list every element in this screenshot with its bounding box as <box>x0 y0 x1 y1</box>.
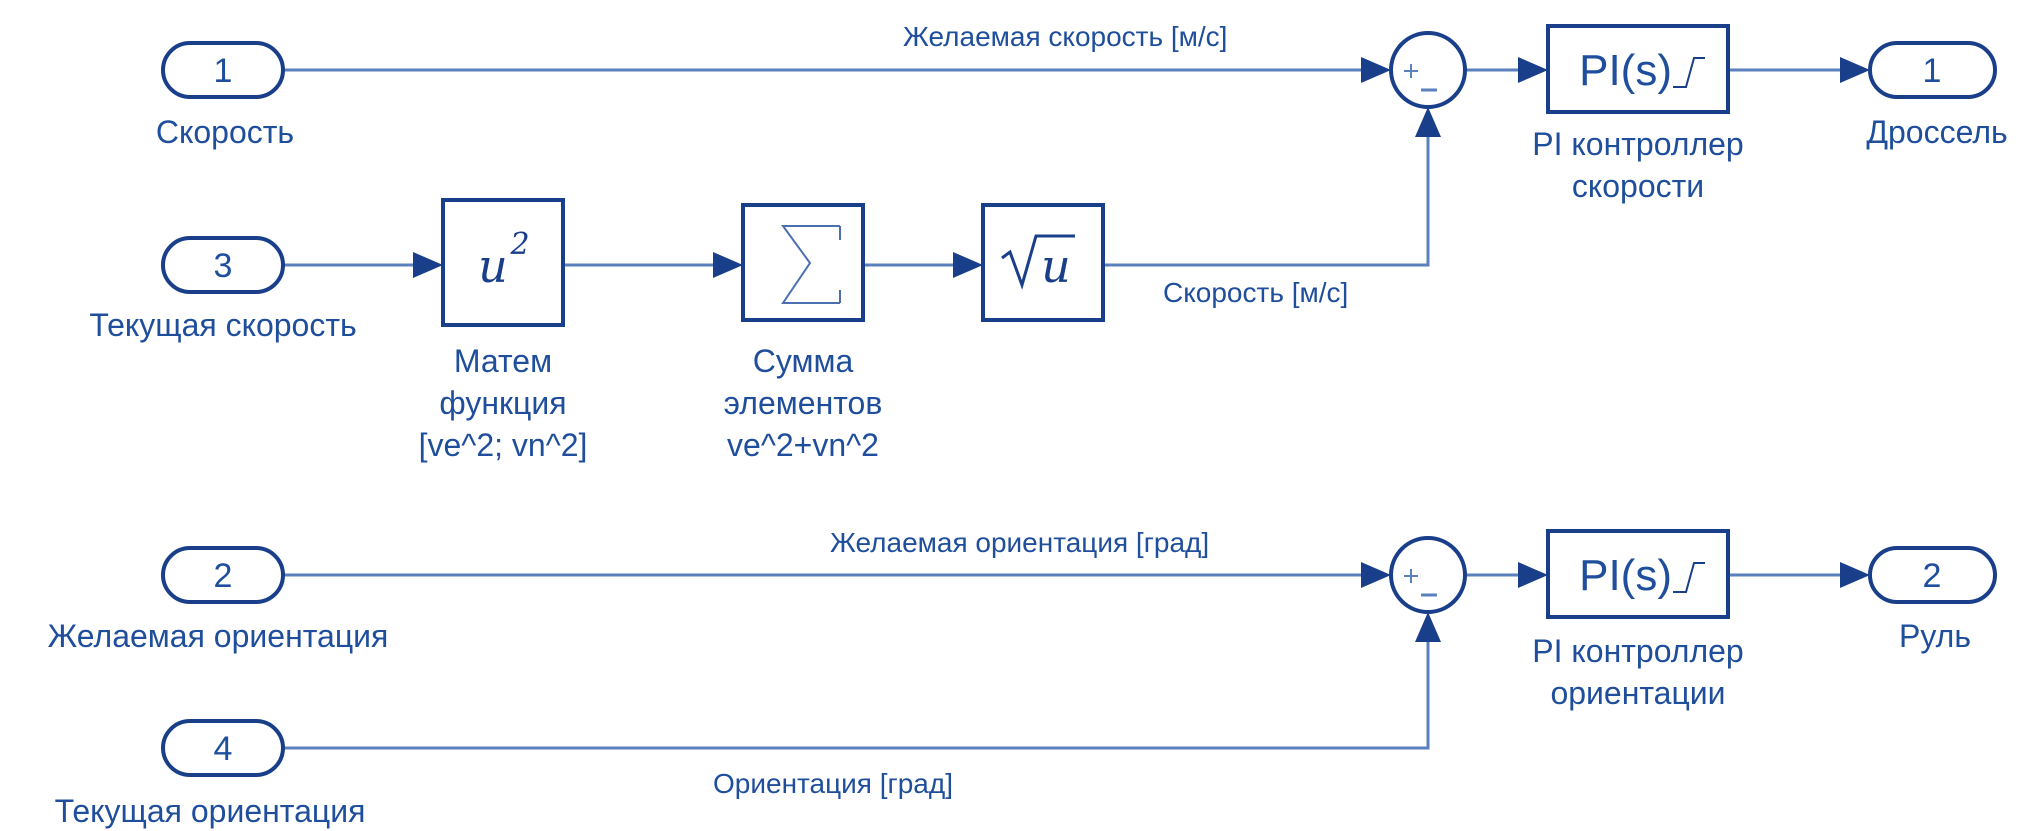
math-function-symbol: u <box>478 239 508 293</box>
inport-4[interactable]: 4 Текущая ориентация <box>55 719 366 829</box>
inport-2-number: 2 <box>214 557 233 595</box>
math-function-block[interactable]: u 2 Матем функция [ve^2; vn^2] <box>419 198 588 463</box>
sum-heading-shape[interactable] <box>1389 536 1467 614</box>
inport-4-shape[interactable] <box>161 719 285 777</box>
sqrt-symbol: u <box>1041 239 1071 293</box>
outport-1-label: Дроссель <box>1866 114 2007 150</box>
inport-3[interactable]: 3 Текущая скорость <box>89 236 357 343</box>
signal-label-speed: Скорость [м/с] <box>1163 277 1348 308</box>
inport-4-label: Текущая ориентация <box>55 793 366 829</box>
inport-2-label: Желаемая ориентация <box>48 618 389 654</box>
math-function-exponent: 2 <box>509 227 529 262</box>
pi-speed-label-line-1: PI контроллер <box>1532 126 1743 162</box>
inport-1-label: Скорость <box>156 114 294 150</box>
math-function-shape[interactable] <box>441 198 565 327</box>
outport-2-number: 2 <box>1923 557 1942 595</box>
saturation-icon <box>1673 57 1705 88</box>
sum-elements-block[interactable]: Сумма элементов ve^2+vn^2 <box>724 203 883 463</box>
arrowhead-icon <box>413 252 443 278</box>
line-heading-feedback[interactable] <box>283 630 1430 750</box>
outport-1-number: 1 <box>1923 52 1942 90</box>
outport-2[interactable]: 2 Руль <box>1868 546 1997 654</box>
saturation-icon <box>1673 562 1705 593</box>
outport-2-label: Руль <box>1899 618 1971 654</box>
inport-4-number: 4 <box>214 730 233 768</box>
pi-heading-label-line-1: PI контроллер <box>1532 633 1743 669</box>
inport-3-number: 3 <box>214 247 233 285</box>
signal-label-desired-heading: Желаемая ориентация [град] <box>830 527 1209 558</box>
sqrt-shape[interactable] <box>981 203 1105 322</box>
inport-1-shape[interactable] <box>161 41 285 99</box>
inport-3-shape[interactable] <box>161 236 285 294</box>
pi-speed-text: PI(s) <box>1579 46 1672 95</box>
sum-elements-label-line-1: Сумма <box>753 343 854 379</box>
inport-1-number: 1 <box>214 52 233 90</box>
arrowheads <box>413 57 1870 642</box>
pi-speed-shape[interactable] <box>1546 24 1730 114</box>
signal-lines <box>283 68 1852 750</box>
line-speed-feedback[interactable] <box>1103 125 1430 267</box>
pi-heading-label-line-2: ориентации <box>1550 675 1725 711</box>
sum-speed-block[interactable] <box>1389 31 1467 109</box>
pi-heading-text: PI(s) <box>1579 551 1672 600</box>
math-function-label-line-1: Матем <box>454 343 552 379</box>
sum-heading-block[interactable] <box>1389 536 1467 614</box>
outport-2-shape[interactable] <box>1868 546 1997 604</box>
outport-1[interactable]: 1 Дроссель <box>1866 41 2008 150</box>
sum-elements-label-line-3: ve^2+vn^2 <box>727 427 879 463</box>
inport-2-shape[interactable] <box>161 546 285 604</box>
pi-heading-block[interactable]: PI(s) PI контроллер ориентации <box>1532 529 1744 711</box>
sigma-icon <box>781 225 840 304</box>
sum-speed-shape[interactable] <box>1389 31 1467 109</box>
outport-1-shape[interactable] <box>1868 41 1997 99</box>
signal-label-desired-speed: Желаемая скорость [м/с] <box>903 21 1227 52</box>
inport-2[interactable]: 2 Желаемая ориентация <box>48 546 389 654</box>
pi-speed-block[interactable]: PI(s) PI контроллер скорости <box>1532 24 1744 204</box>
sqrt-block[interactable]: u <box>981 203 1105 322</box>
arrowhead-icon <box>713 252 743 278</box>
arrowhead-icon <box>1361 562 1391 588</box>
pi-heading-shape[interactable] <box>1546 529 1730 619</box>
arrowhead-icon <box>1840 562 1870 588</box>
pi-speed-label-line-2: скорости <box>1572 168 1704 204</box>
sum-elements-label-line-2: элементов <box>724 385 883 421</box>
arrowhead-icon <box>1415 612 1441 642</box>
signal-label-heading: Ориентация [град] <box>713 768 953 799</box>
sum-elements-shape[interactable] <box>741 203 865 322</box>
arrowhead-icon <box>1840 57 1870 83</box>
arrowhead-icon <box>953 252 983 278</box>
math-function-label-line-2: функция <box>439 385 566 421</box>
arrowhead-icon <box>1415 107 1441 137</box>
arrowhead-icon <box>1361 57 1391 83</box>
inport-1[interactable]: 1 Скорость <box>156 41 294 150</box>
sqrt-radical-icon <box>1001 234 1075 290</box>
inport-3-label: Текущая скорость <box>89 307 356 343</box>
arrowhead-icon <box>1518 562 1548 588</box>
math-function-label-line-3: [ve^2; vn^2] <box>419 427 588 463</box>
arrowhead-icon <box>1518 57 1548 83</box>
